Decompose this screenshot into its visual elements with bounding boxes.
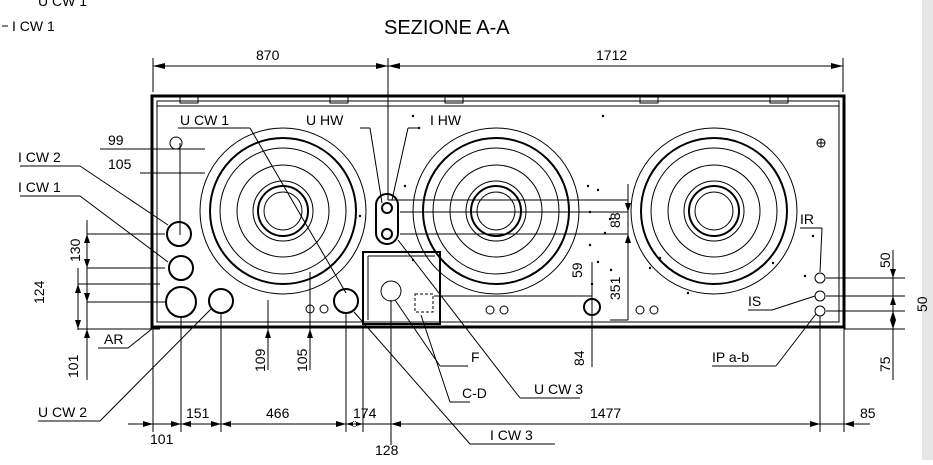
label-u-cw-1: U CW 1 <box>180 112 229 128</box>
fan-right <box>630 127 798 295</box>
leader-lines <box>20 127 823 445</box>
dim-870: 870 <box>256 47 280 63</box>
label-u-cw-3: U CW 3 <box>534 381 583 397</box>
label-u-hw: U HW <box>306 112 344 128</box>
label-i-cw-2: I CW 2 <box>18 149 61 165</box>
label-is: IS <box>748 293 761 309</box>
dim-50-lower: 50 <box>914 296 930 312</box>
right-edge-strip <box>922 0 933 460</box>
dim-88: 88 <box>607 212 623 228</box>
corner-label-i-cw-1: I CW 1 <box>12 18 55 34</box>
dim-84: 84 <box>571 350 587 366</box>
label-i-cw-3: I CW 3 <box>490 427 533 443</box>
label-u-cw-2: U CW 2 <box>38 404 87 420</box>
dim-50-upper: 50 <box>877 252 893 268</box>
label-f: F <box>471 349 480 365</box>
dim-105-bottom: 105 <box>294 348 310 372</box>
internal-dimensions <box>388 184 631 367</box>
dim-151: 151 <box>186 405 210 421</box>
corner-label-u-cw-1: U CW 1 <box>38 0 87 9</box>
dim-85: 85 <box>860 405 876 421</box>
dim-109: 109 <box>252 348 268 372</box>
dim-59: 59 <box>569 262 585 278</box>
label-ar: AR <box>104 331 123 347</box>
dim-101-bottom: 101 <box>150 431 174 447</box>
dim-124: 124 <box>31 280 47 304</box>
control-box <box>362 251 441 325</box>
dim-130: 130 <box>67 238 83 262</box>
left-dimensions <box>75 143 205 380</box>
label-i-cw-1: I CW 1 <box>18 179 61 195</box>
hot-water-ports <box>375 193 399 245</box>
dim-75: 75 <box>877 356 893 372</box>
label-ip-ab: IP a-b <box>712 349 749 365</box>
dim-466: 466 <box>266 405 290 421</box>
top-dimensions: 870 1712 <box>152 47 844 200</box>
fan-left <box>199 127 367 295</box>
dim-105-top: 105 <box>108 156 132 172</box>
right-dimensions <box>826 250 905 380</box>
unit-body <box>150 94 846 329</box>
label-i-hw: I HW <box>430 112 462 128</box>
dim-99: 99 <box>108 132 124 148</box>
dim-351: 351 <box>607 276 623 300</box>
fan-middle <box>412 127 580 295</box>
label-ir: IR <box>800 211 814 227</box>
dim-1712: 1712 <box>596 47 627 63</box>
dim-1477: 1477 <box>590 405 621 421</box>
scattered-dots <box>358 114 815 295</box>
label-c-d: C-D <box>462 385 487 401</box>
dim-174: 174 <box>353 405 377 421</box>
bottom-dimensions <box>128 272 870 445</box>
dim-101-left: 101 <box>65 354 81 378</box>
section-title: SEZIONE A-A <box>384 17 510 39</box>
dim-128: 128 <box>375 442 399 458</box>
